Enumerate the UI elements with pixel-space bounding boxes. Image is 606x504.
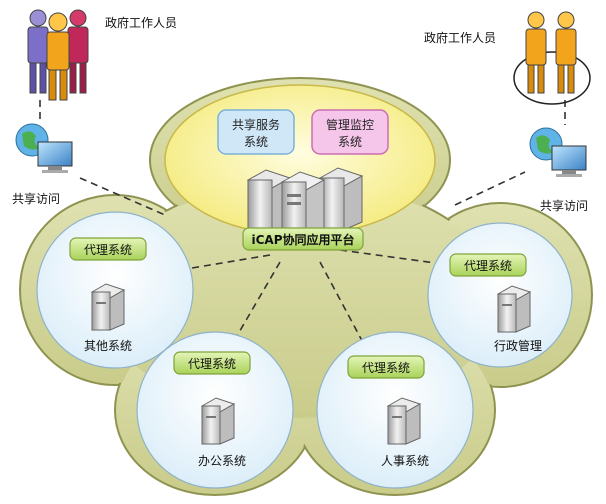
node-office-name: 办公系统 [198,453,246,468]
people-left-label: 政府工作人员 [105,15,177,30]
people-group-icon [513,11,591,105]
server-icon [496,285,532,333]
people-group-icon [27,9,89,101]
access-right-label: 共享访问 [540,198,588,213]
service-shared-line2: 系统 [244,135,268,149]
server-icon [90,283,126,331]
node-admin-name: 行政管理 [494,338,542,353]
globe-computer-icon [529,127,587,177]
server-icon [200,397,236,445]
node-other-name: 其他系统 [84,339,132,353]
node-hr-agent: 代理系统 [362,361,410,375]
service-monitor-line1: 管理监控 [326,117,374,132]
globe-computer-icon [15,123,73,173]
platform-server-icon [246,167,364,237]
access-left-label: 共享访问 [12,191,60,206]
platform-title: iCAP协同应用平台 [251,232,354,247]
service-monitor-line2: 系统 [338,135,362,149]
people-right-label: 政府工作人员 [424,30,496,45]
node-admin-agent: 代理系统 [464,259,512,273]
service-shared-line1: 共享服务 [232,117,280,132]
platform-label: iCAP协同应用平台 [242,227,364,251]
node-office-agent: 代理系统 [188,357,236,371]
node-other-agent: 代理系统 [84,243,132,257]
service-box-monitor: 管理监控 系统 [311,109,389,155]
server-icon [386,397,422,445]
node-hr-name: 人事系统 [381,454,429,468]
service-box-shared: 共享服务 系统 [217,109,295,155]
